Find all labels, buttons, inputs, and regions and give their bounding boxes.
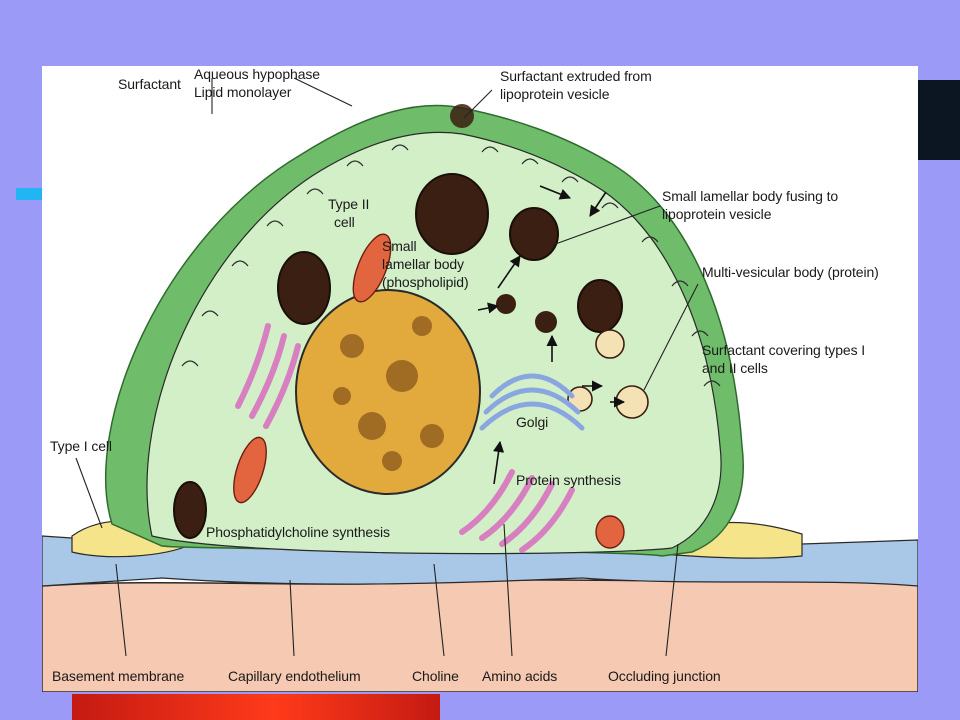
label-lipid-monolayer: Lipid monolayer (194, 84, 292, 100)
label-surfactant-extruded-line1: Surfactant extruded from (500, 68, 652, 84)
label-small-lamellar-body-line3: (phospholipid) (382, 274, 469, 290)
label-type-i-cell: Type I cell (50, 438, 112, 454)
label-phosphatidylcholine-synthesis: Phosphatidylcholine synthesis (206, 524, 390, 540)
leader-lines (75, 77, 699, 657)
label-aqueous-hypophase: Aqueous hypophase (194, 66, 320, 82)
nucleus-chromatin (333, 316, 444, 471)
label-protein-synthesis: Protein synthesis (516, 472, 621, 488)
golgi-apparatus (479, 373, 585, 431)
label-occluding-junction: Occluding junction (608, 668, 721, 684)
label-type-ii-cell-line2: cell (334, 214, 355, 230)
label-golgi: Golgi (516, 414, 549, 430)
flow-arrows (477, 185, 626, 485)
dark-accent-bar (918, 80, 960, 160)
microvilli (181, 144, 721, 387)
lamellar-body-fusing (509, 207, 559, 261)
lamellar-body-small-1 (496, 294, 516, 314)
label-amino-acids: Amino acids (482, 668, 558, 684)
surfactant-extrusion-site (450, 104, 474, 128)
lamellar-body-right (577, 279, 623, 333)
lamellar-body-large-top (415, 173, 489, 255)
label-surfactant-covering-line1: Surfactant covering types I (702, 342, 866, 358)
alveolar-cell-figure: Surfactant Aqueous hypophase Lipid monol… (42, 66, 918, 692)
label-small-lamellar-body-line2: lamellar body (382, 256, 464, 272)
label-small-lamellar-fusing-line2: lipoprotein vesicle (662, 206, 772, 222)
label-capillary-endothelium: Capillary endothelium (228, 668, 361, 684)
label-small-lamellar-body-line1: Small (382, 238, 417, 254)
lamellar-body-left-lower (173, 481, 207, 539)
alveolar-cell-diagram (42, 77, 918, 692)
lamellar-body-left-upper (277, 251, 331, 325)
endoplasmic-reticulum (235, 323, 575, 553)
label-choline: Choline (412, 668, 459, 684)
label-surfactant: Surfactant (118, 76, 181, 92)
multi-vesicular-bodies (567, 329, 649, 419)
label-multi-vesicular-body: Multi-vesicular body (protein) (702, 264, 879, 280)
label-basement-membrane: Basement membrane (52, 668, 185, 684)
label-type-ii-cell-line1: Type II (328, 196, 370, 212)
red-accent-bar (72, 694, 440, 720)
mitochondria (233, 233, 625, 549)
cyan-accent-tick (16, 188, 42, 200)
label-surfactant-extruded-line2: lipoprotein vesicle (500, 86, 610, 102)
label-small-lamellar-fusing-line1: Small lamellar body fusing to (662, 188, 839, 204)
label-surfactant-covering-line2: and II cells (702, 360, 768, 376)
lamellar-body-small-2 (535, 311, 557, 333)
